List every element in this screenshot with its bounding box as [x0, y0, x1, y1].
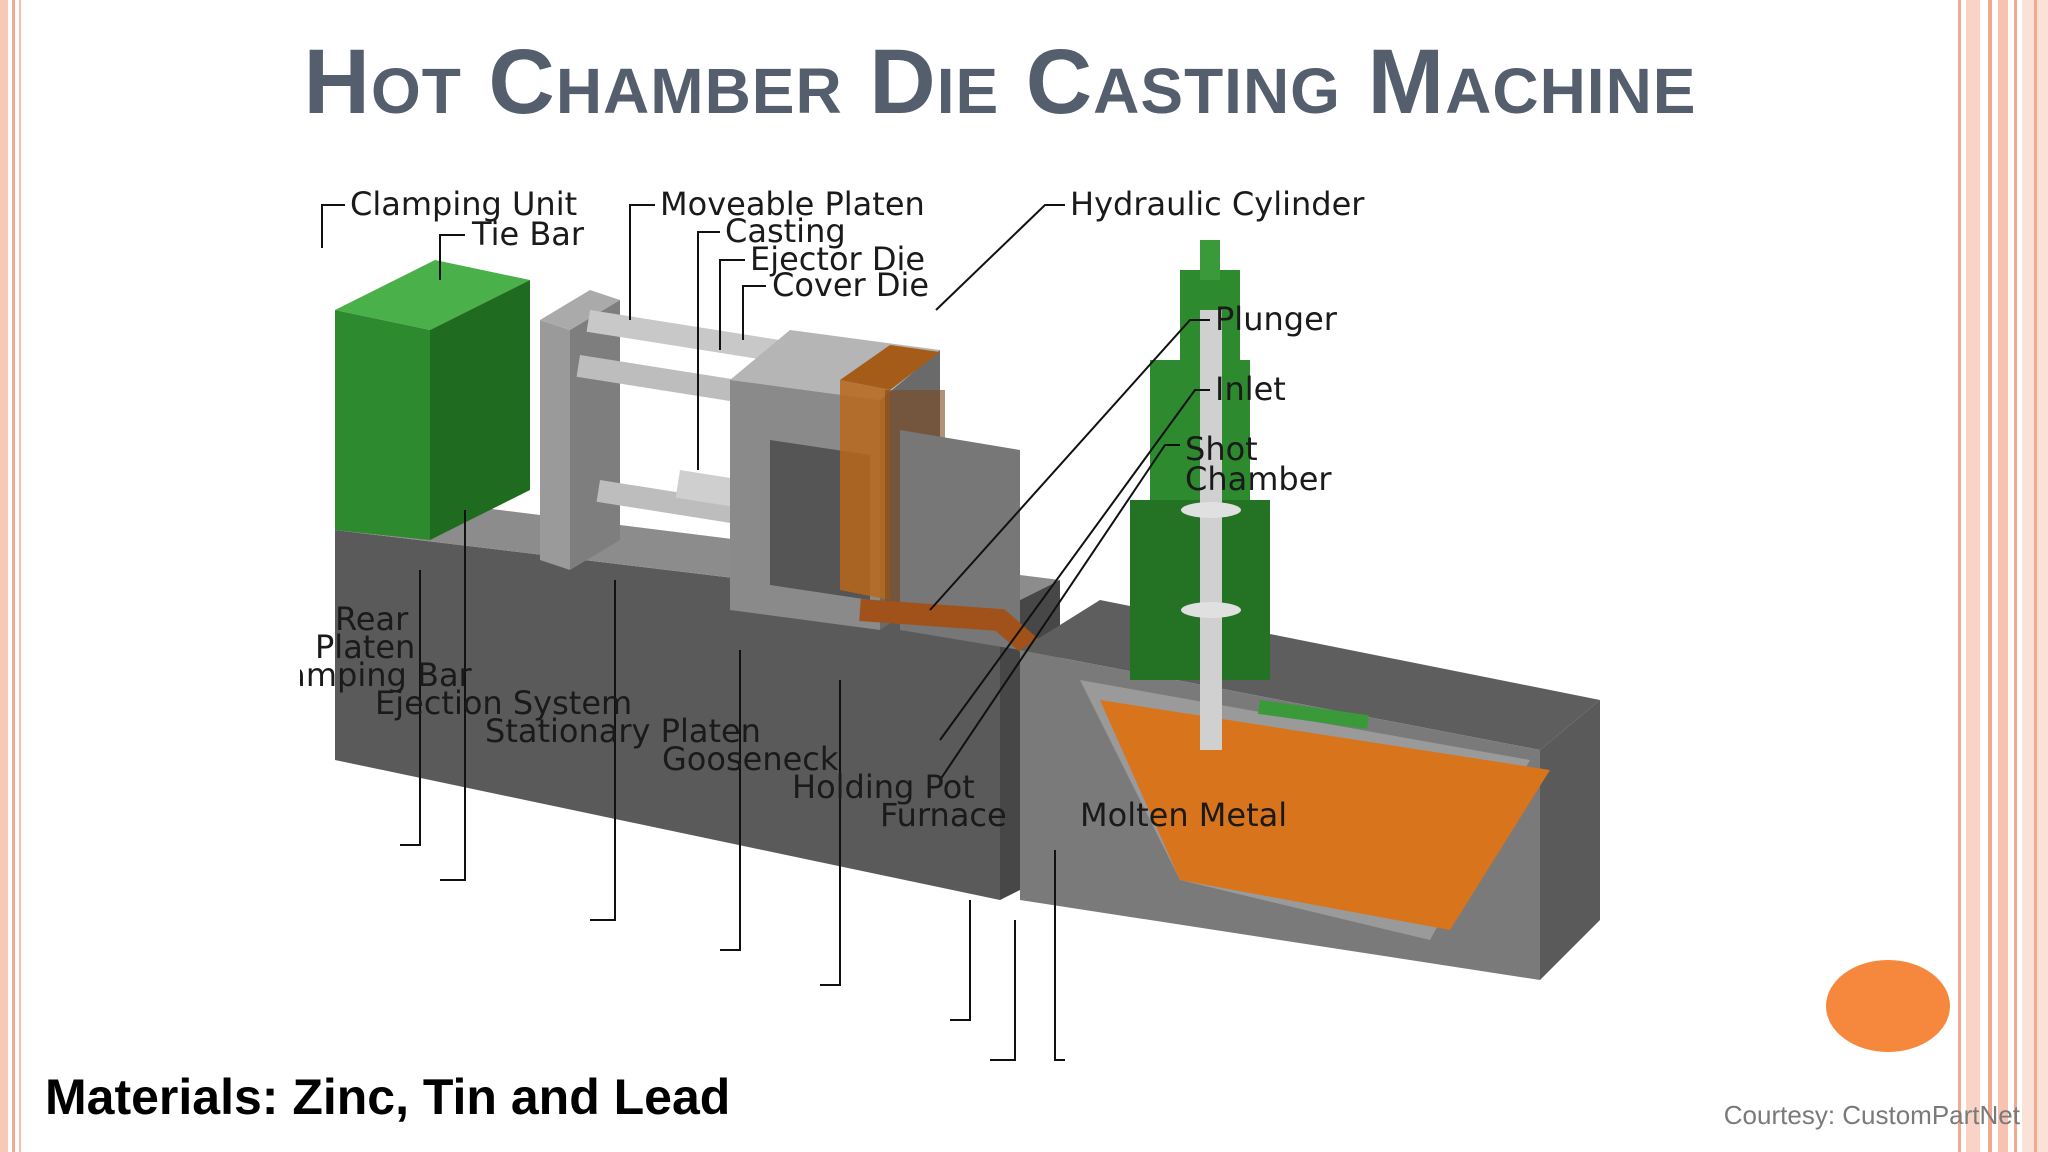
label-stationary-platen: Stationary Platen — [485, 712, 761, 750]
platen-block — [730, 330, 1020, 650]
clamping-unit-block — [335, 260, 530, 540]
label-chamber: Chamber — [1185, 460, 1332, 498]
orange-circle-decoration — [1826, 960, 1950, 1052]
label-plunger: Plunger — [1215, 300, 1338, 338]
label-holding-pot: Holding Pot — [792, 768, 975, 806]
label-casting: Casting — [725, 212, 846, 250]
courtesy-credit: Courtesy: CustomPartNet — [1723, 1100, 2020, 1130]
label-ejection-system: Ejection System — [375, 684, 632, 722]
left-frame-stripes — [0, 0, 21, 1152]
label-platen: Platen — [315, 628, 415, 666]
label-shot: Shot — [1185, 430, 1258, 468]
slide-title: Hot Chamber Die Casting Machine — [303, 31, 1697, 133]
label-rear: Rear — [335, 600, 409, 638]
right-frame-stripes — [1958, 0, 2048, 1152]
hydraulic-cylinder — [1130, 240, 1369, 750]
label-gooseneck: Gooseneck — [662, 740, 839, 778]
label-inlet: Inlet — [1215, 370, 1286, 408]
label-clamping-unit: Clamping Unit — [350, 185, 577, 223]
leader-lines — [321, 204, 1210, 1061]
die-casting-machine-diagram: Clamping Unit Tie Bar Moveable Platen Ca… — [300, 185, 1600, 1061]
label-hydraulic-cylinder: Hydraulic Cylinder — [1070, 185, 1365, 223]
label-tie-bar: Tie Bar — [471, 215, 585, 253]
molten-metal-pool — [1100, 700, 1550, 930]
label-molten-metal: Molten Metal — [1080, 796, 1287, 834]
label-ejector-die: Ejector Die — [750, 240, 925, 278]
materials-caption: Materials: Zinc, Tin and Lead — [45, 1069, 731, 1125]
label-furnace: Furnace — [880, 796, 1007, 834]
label-cover-die: Cover Die — [772, 266, 929, 304]
label-moveable-platen: Moveable Platen — [660, 185, 925, 223]
label-clamping-bar: Clamping Bar — [300, 656, 473, 694]
